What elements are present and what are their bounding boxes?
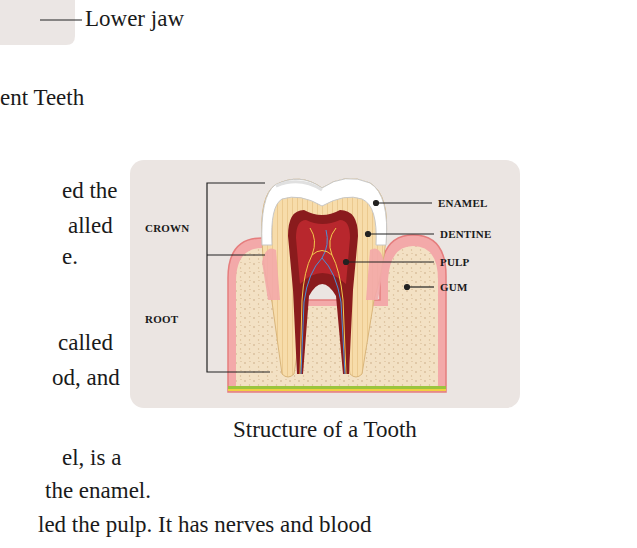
figure-panel (130, 160, 520, 408)
body-text: e. (62, 244, 78, 269)
figure-caption: Structure of a Tooth (233, 417, 417, 442)
body-text: od, and (52, 365, 120, 390)
body-text: el, is a (62, 445, 121, 470)
body-text: ed the (62, 178, 118, 203)
body-text: led the pulp. It has nerves and blood (38, 512, 371, 537)
part-label: CROWN (145, 222, 189, 234)
part-label: ROOT (145, 313, 178, 325)
body-text: the enamel. (45, 478, 151, 503)
figure-label: Lower jaw (85, 6, 184, 31)
leader-line (40, 19, 82, 20)
dentine (262, 179, 387, 377)
part-label: PULP (440, 256, 470, 268)
crown-root-bracket (207, 183, 270, 372)
nerves (300, 228, 346, 374)
body-text: called (58, 330, 113, 355)
caption-fragment: ent Teeth (0, 85, 84, 110)
image-fragment (0, 0, 75, 45)
body-text: alled (68, 213, 113, 238)
part-label: GUM (440, 281, 467, 293)
part-label: ENAMEL (438, 197, 487, 209)
pulp (288, 210, 358, 374)
leader-lines (344, 201, 435, 290)
part-label: DENTINE (440, 228, 492, 240)
